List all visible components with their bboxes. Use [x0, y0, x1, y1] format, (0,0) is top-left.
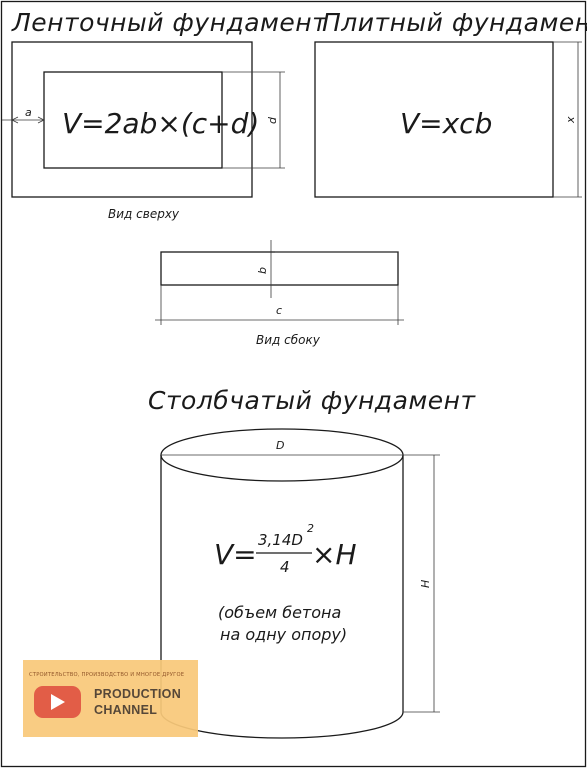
dim-a-arrow-right: [37, 116, 45, 124]
slab-formula: V=xcb: [400, 107, 492, 140]
strip-formula: V=2ab×(c+d): [62, 107, 259, 140]
dim-d-label: d: [266, 116, 279, 124]
column-note-line1: (объем бетона: [218, 603, 341, 622]
column-formula-numerator: 3,14D: [258, 531, 303, 549]
column-formula-prefix: V=: [214, 538, 257, 571]
strip-outer-rect: [11, 41, 253, 198]
side-view-rect: [160, 251, 399, 286]
dim-c-label: c: [276, 304, 282, 317]
dim-D-label: D: [276, 439, 284, 452]
logo-tagline: СТРОИТЕЛЬСТВО, ПРОИЗВОДСТВО И МНОГОЕ ДРУ…: [29, 672, 185, 678]
strip-foundation-title: Ленточный фундамент: [11, 8, 328, 37]
column-formula-denominator: 4: [280, 558, 290, 576]
view-top-caption: Вид сверху: [108, 207, 180, 221]
production-channel-logo: СТРОИТЕЛЬСТВО, ПРОИЗВОДСТВО И МНОГОЕ ДРУ…: [23, 660, 198, 737]
column-note-line2: на одну опору): [220, 625, 347, 644]
dim-a-arrow-left: [11, 116, 19, 124]
slab-foundation-title: Плитный фундамент: [322, 8, 587, 37]
dim-a-label: a: [25, 106, 32, 119]
column-formula-suffix: ×H: [312, 538, 357, 571]
column-foundation-title: Столбчатый фундамент: [148, 386, 477, 415]
dim-H-label: H: [419, 580, 432, 588]
dim-x-label: x: [564, 116, 577, 124]
play-icon: [34, 686, 81, 718]
column-formula-exponent: 2: [307, 522, 314, 535]
slab-rect: [314, 41, 554, 198]
dim-b-label: b: [256, 267, 269, 274]
side-view-caption: Вид сбоку: [256, 333, 321, 347]
logo-word-production: PRODUCTION: [94, 687, 182, 701]
logo-word-channel: CHANNEL: [94, 703, 158, 717]
